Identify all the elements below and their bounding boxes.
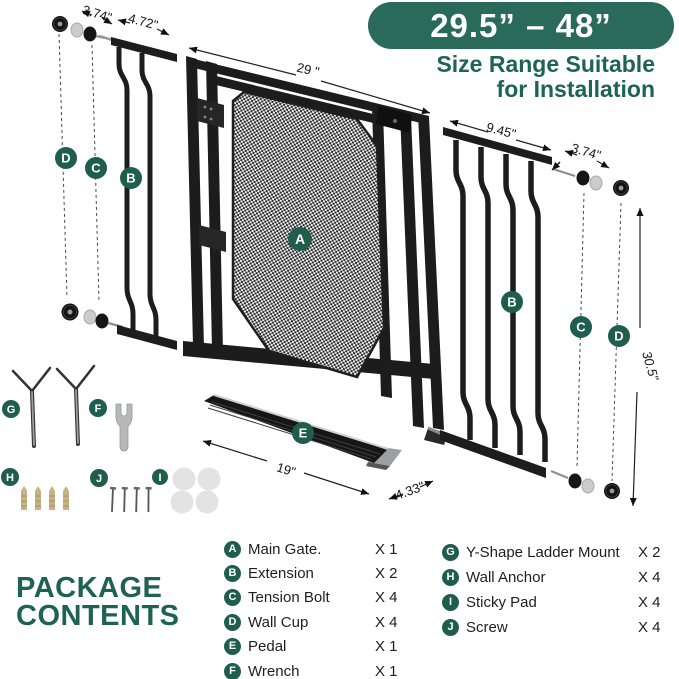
legend-item-wrench: F Wrench X 1 <box>224 659 429 679</box>
legend-label: Extension <box>248 565 314 583</box>
y-mount-icons <box>11 364 96 448</box>
marker-a: A <box>288 227 312 251</box>
marker-g-letter: G <box>7 404 16 416</box>
subtitle-line2: for Installation <box>496 76 655 102</box>
legend-label: Screw <box>466 619 508 636</box>
sticky-pad-icons <box>170 467 221 514</box>
part-badge-h: H <box>442 569 459 586</box>
legend-label: Y-Shape Ladder Mount <box>466 544 620 561</box>
legend-column-right: G Y-Shape Ladder Mount X 2 H Wall Anchor… <box>442 540 674 640</box>
marker-j: J <box>90 469 108 487</box>
marker-c-right: C <box>570 316 592 338</box>
marker-f-letter: F <box>95 403 102 415</box>
wall-cup-icons <box>52 16 629 499</box>
legend-label: Wall Cup <box>248 613 309 631</box>
dim-ext-right: 9.45" <box>485 119 518 141</box>
part-badge-f: F <box>224 662 241 679</box>
dim-pedal-depth: 4.33" <box>393 478 427 502</box>
part-badge-g: G <box>442 544 459 561</box>
legend-item-sticky-pad: I Sticky Pad X 4 <box>442 590 674 615</box>
legend-label: Main Gate. <box>248 540 322 558</box>
legend-count: X 1 <box>375 662 398 679</box>
marker-b-left: B <box>120 167 142 189</box>
marker-e-letter: E <box>299 426 308 441</box>
dim-bolt-left: 3.74" <box>81 2 114 25</box>
legend-count: X 1 <box>375 540 398 558</box>
dim-gate-width: 29 " <box>295 60 321 80</box>
left-extension-illustration <box>99 34 177 350</box>
marker-b-right: B <box>501 291 523 313</box>
marker-h-letter: H <box>6 472 14 484</box>
part-badge-b: B <box>224 565 241 583</box>
legend-count: X 4 <box>375 613 398 631</box>
size-range-subtitle: Size Range Suitable for Installation <box>355 52 655 102</box>
legend-item-screw: J Screw X 4 <box>442 615 674 640</box>
marker-i-letter: I <box>158 472 161 484</box>
marker-i: I <box>152 469 168 485</box>
legend-count: X 4 <box>638 619 661 636</box>
marker-d-left: D <box>55 147 77 169</box>
marker-d-right-letter: D <box>614 329 623 344</box>
wrench-icon <box>115 403 133 452</box>
legend-item-extension: B Extension X 2 <box>224 561 429 585</box>
marker-j-letter: J <box>96 473 102 485</box>
marker-c-left-letter: C <box>91 161 101 176</box>
legend-count: X 4 <box>375 589 398 607</box>
right-extension-illustration <box>427 127 561 478</box>
size-range-text: 29.5” – 48” <box>430 6 612 44</box>
dim-pedal-length: 19" <box>275 460 298 480</box>
part-markers: A B C D B C D E G F H J I <box>1 147 630 487</box>
legend-label: Sticky Pad <box>466 594 537 611</box>
dimension-lines <box>81 10 644 507</box>
legend-item-pedal: E Pedal X 1 <box>224 635 429 659</box>
marker-f: F <box>89 399 107 417</box>
legend-label: Pedal <box>248 638 287 656</box>
legend-count: X 2 <box>638 544 661 561</box>
marker-e: E <box>292 422 314 444</box>
screw-icons <box>109 486 152 513</box>
package-contents-heading: PACKAGE CONTENTS <box>16 572 180 632</box>
main-gate-illustration <box>183 56 448 445</box>
legend-item-main-gate: A Main Gate. X 1 <box>224 537 429 561</box>
marker-b-right-letter: B <box>507 295 516 310</box>
legend-count: X 4 <box>638 594 661 611</box>
wall-anchor-icons <box>21 486 69 510</box>
legend-label: Tension Bolt <box>248 589 330 607</box>
marker-c-right-letter: C <box>576 320 586 335</box>
size-range-banner: 29.5” – 48” <box>368 2 674 49</box>
marker-a-letter: A <box>295 231 305 247</box>
part-badge-a: A <box>224 540 241 558</box>
heading-line1: PACKAGE <box>16 572 163 604</box>
legend-count: X 4 <box>638 569 661 586</box>
heading-line2: CONTENTS <box>16 600 180 632</box>
marker-h: H <box>1 468 19 486</box>
subtitle-line1: Size Range Suitable <box>436 51 655 77</box>
marker-b-left-letter: B <box>126 171 135 186</box>
marker-c-left: C <box>85 157 107 179</box>
legend-item-y-mount: G Y-Shape Ladder Mount X 2 <box>442 540 674 565</box>
part-badge-i: I <box>442 594 459 611</box>
part-badge-d: D <box>224 613 241 631</box>
legend-item-wall-cup: D Wall Cup X 4 <box>224 610 429 634</box>
part-badge-e: E <box>224 638 241 656</box>
dim-gate-height: 30.5" <box>639 349 662 383</box>
part-badge-c: C <box>224 589 241 607</box>
marker-d-left-letter: D <box>61 151 70 166</box>
legend-label: Wrench <box>248 662 300 679</box>
legend-column-left: A Main Gate. X 1 B Extension X 2 C Tensi… <box>224 537 429 679</box>
legend-count: X 2 <box>375 565 398 583</box>
marker-d-right: D <box>608 325 630 347</box>
legend-label: Wall Anchor <box>466 569 546 586</box>
legend-item-tension-bolt: C Tension Bolt X 4 <box>224 586 429 610</box>
dim-bolt-right: 3.74" <box>570 140 603 163</box>
part-badge-j: J <box>442 619 459 636</box>
legend-count: X 1 <box>375 638 398 656</box>
marker-g: G <box>2 400 20 418</box>
dim-ext-left: 4.72" <box>127 10 160 32</box>
tension-bolt-icons <box>70 22 603 494</box>
legend-item-wall-anchor: H Wall Anchor X 4 <box>442 565 674 590</box>
